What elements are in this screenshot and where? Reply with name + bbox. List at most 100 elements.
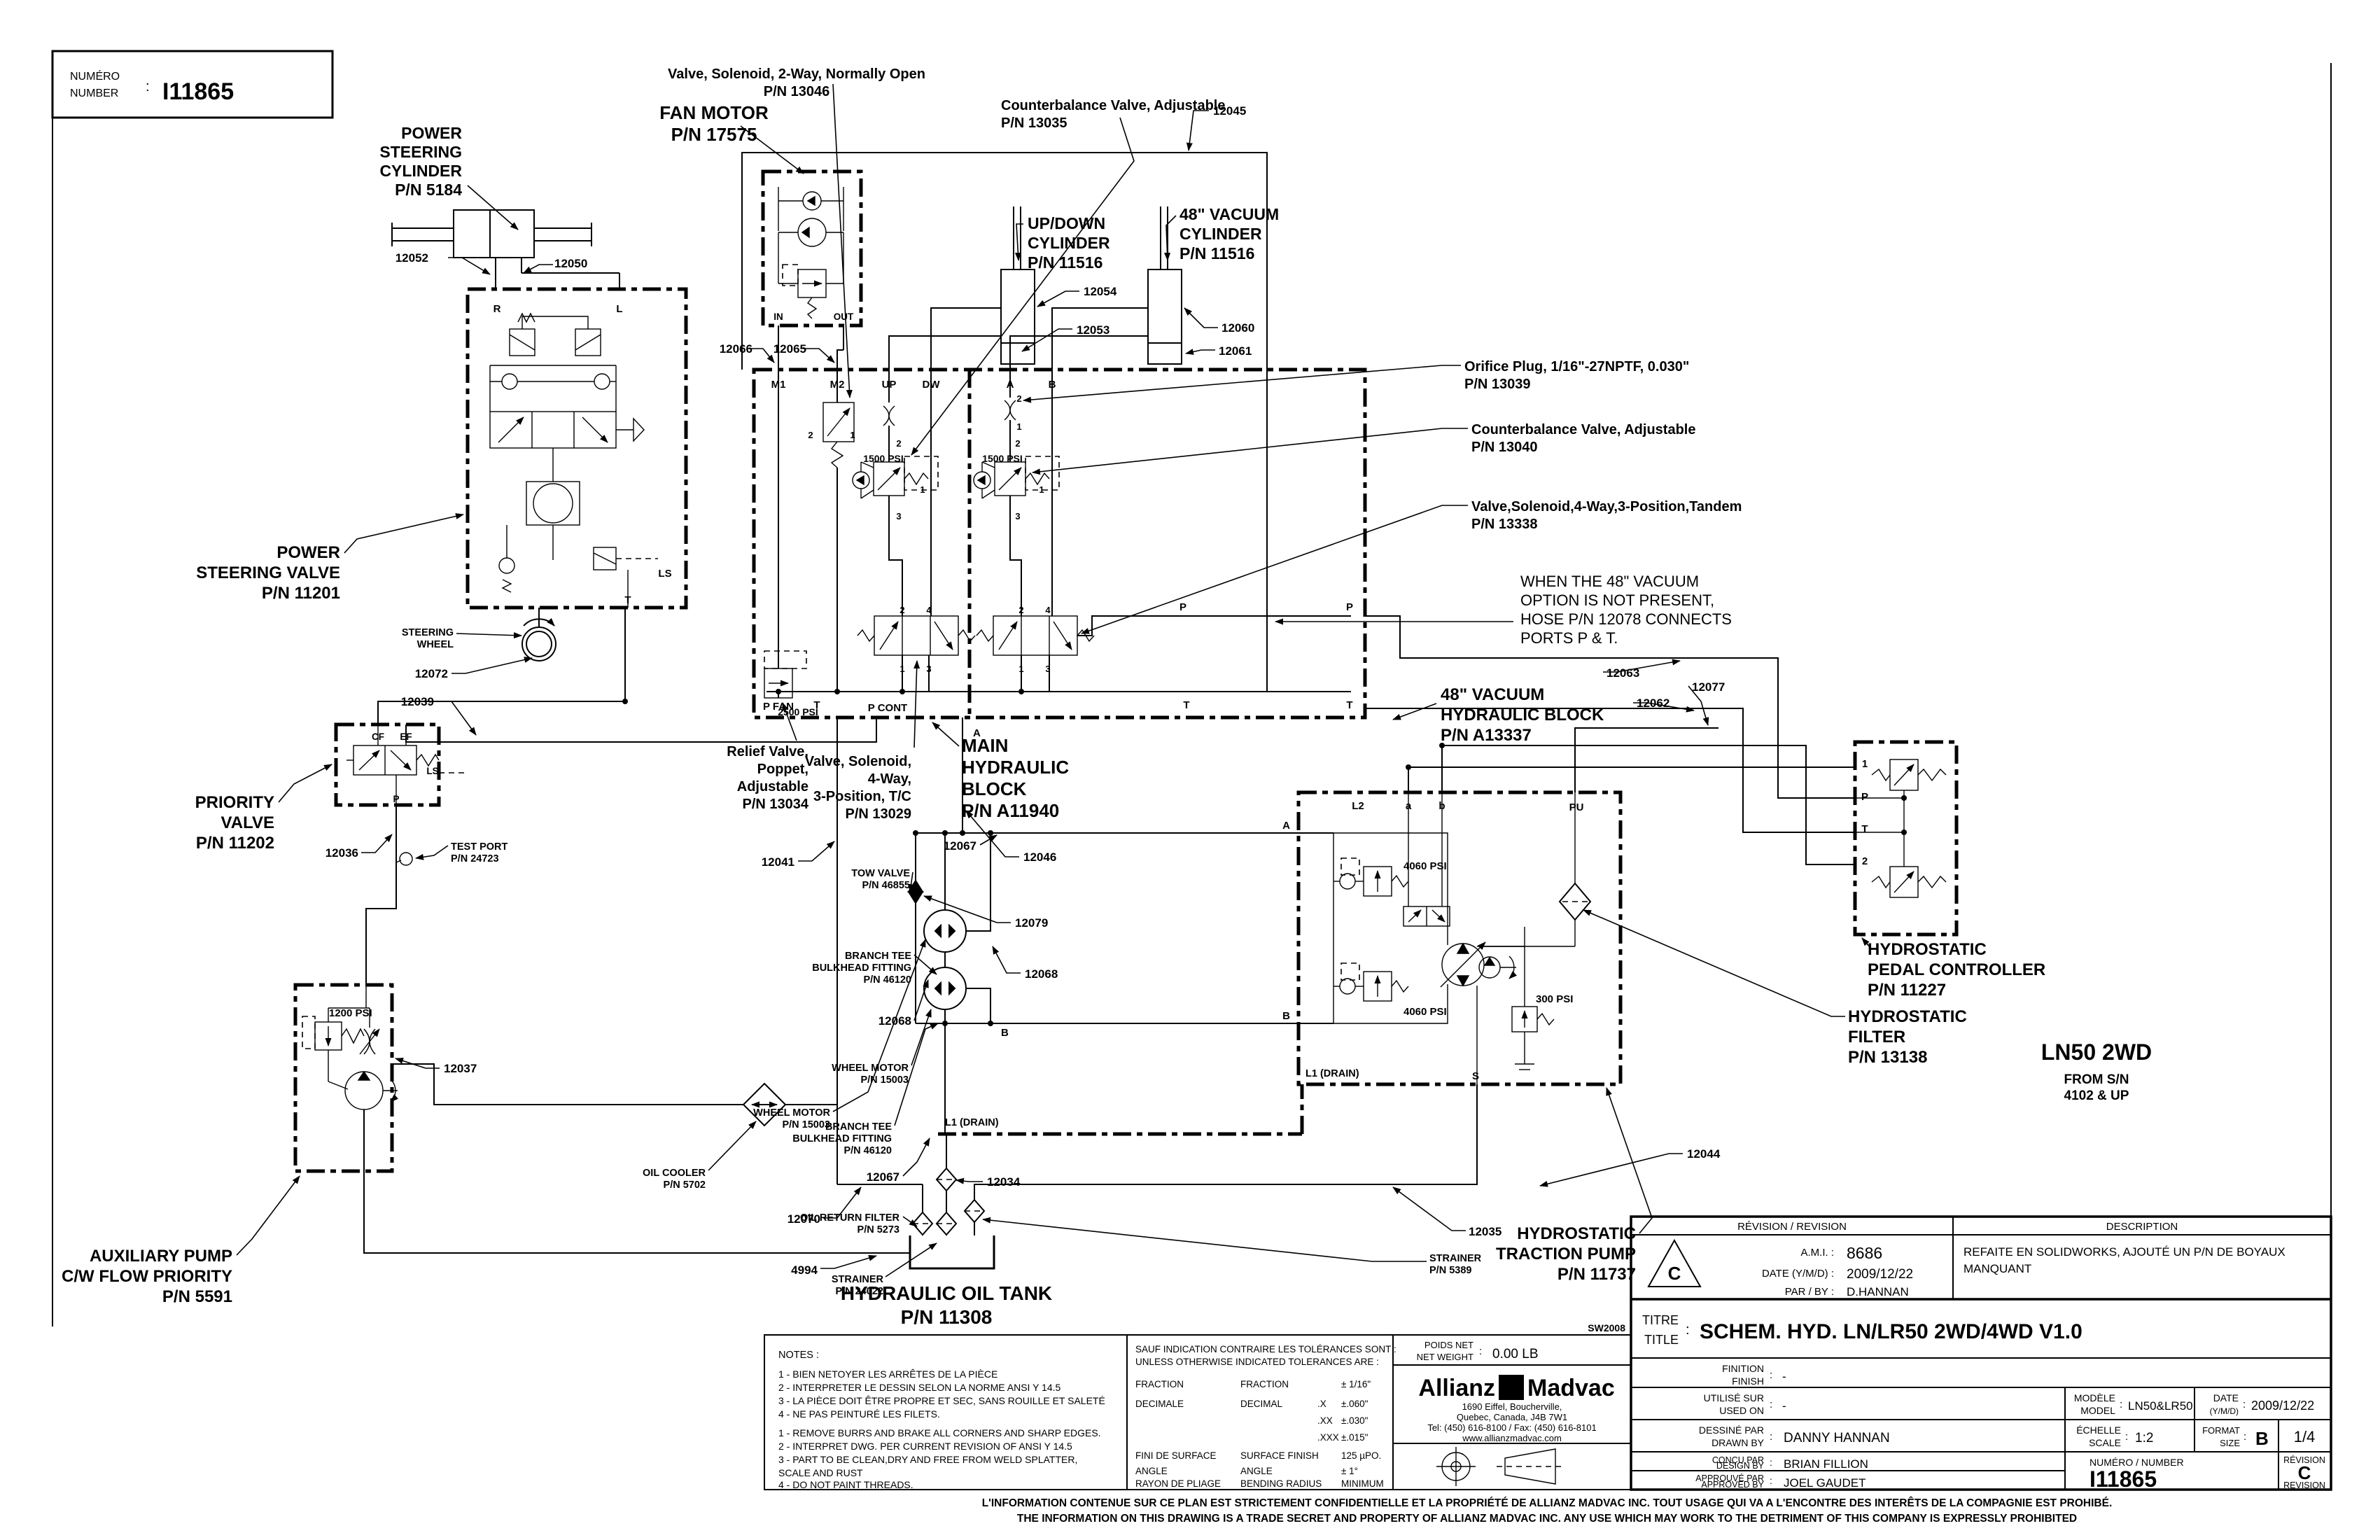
port-LS-priority: LS bbox=[426, 766, 438, 776]
tol-row1-dim: .X bbox=[1317, 1399, 1326, 1409]
tank-and-filters bbox=[836, 718, 1478, 1270]
pedal-port-T: T bbox=[1861, 823, 1868, 835]
port-a: a bbox=[1406, 800, 1412, 812]
company-address-4: www.allianzmadvac.com bbox=[1462, 1433, 1562, 1443]
port-B-pump: B bbox=[1282, 1010, 1290, 1022]
description-line1: REFAITE EN SOLIDWORKS, AJOUTÉ UN P/N DE … bbox=[1963, 1245, 2286, 1259]
port-T-vac: T bbox=[1183, 699, 1189, 711]
tol-row0-en: FRACTION bbox=[1240, 1379, 1289, 1390]
port-R: R bbox=[493, 303, 501, 315]
pedal-port-P: P bbox=[1861, 791, 1868, 803]
tol-row5-val: ± 1° bbox=[1341, 1466, 1358, 1476]
company-address-3: Tel: (450) 616-8100 / Fax: (450) 616-810… bbox=[1427, 1422, 1596, 1433]
design-colon: : bbox=[1770, 1457, 1772, 1468]
outer-boundary bbox=[741, 152, 1268, 692]
num-ab-cb-2: 2 bbox=[1015, 438, 1020, 449]
wheel-motor-loop bbox=[907, 718, 1298, 1134]
port-EF: EF bbox=[400, 732, 412, 742]
approved-value: JOEL GAUDET bbox=[1784, 1476, 1865, 1490]
num-up-cb-2: 2 bbox=[896, 438, 901, 449]
callout-12070: 12070 bbox=[788, 1212, 820, 1226]
tolerance-header-en: UNLESS OTHERWISE INDICATED TOLERANCES AR… bbox=[1135, 1357, 1379, 1367]
num-up-cb-1: 1 bbox=[920, 484, 925, 495]
used-on-colon: : bbox=[1770, 1399, 1772, 1410]
tol-row2-val: ±.030" bbox=[1341, 1415, 1368, 1426]
port-M1: M1 bbox=[771, 379, 786, 391]
description-line2: MANQUANT bbox=[1963, 1262, 2031, 1275]
disclaimer: L'INFORMATION CONTENUE SUR CE PLAN EST S… bbox=[982, 1497, 2113, 1525]
port-B: B bbox=[1049, 379, 1056, 391]
text-300-psi: 300 PSI bbox=[1536, 993, 1573, 1005]
oil-cooler-symbol bbox=[742, 1082, 837, 1127]
power-steering-valve-block bbox=[465, 287, 688, 610]
callout-12041: 12041 bbox=[762, 855, 794, 869]
note-en-2: 2 - INTERPRET DWG. PER CURRENT REVISION … bbox=[778, 1441, 1072, 1452]
tol-row6-en: BENDING RADIUS bbox=[1240, 1478, 1322, 1489]
power-steering-cylinder-symbol bbox=[391, 209, 620, 289]
updown-cylinder-symbol bbox=[888, 206, 1035, 370]
port-L2: L2 bbox=[1352, 800, 1364, 812]
junction-dots bbox=[622, 689, 1445, 770]
port-LS-steer: LS bbox=[658, 568, 671, 580]
revision-triangle-letter: C bbox=[1668, 1263, 1681, 1284]
company-logo-icon bbox=[1499, 1375, 1524, 1400]
text-1500-psi-a: 1500 PSI bbox=[863, 453, 904, 464]
weight-value: 0.00 LB bbox=[1492, 1347, 1539, 1362]
number-box-label-en: NUMBER bbox=[70, 88, 118, 99]
tol-row1-val: ±.060" bbox=[1341, 1399, 1368, 1409]
port-P-vac-edge: P bbox=[1346, 601, 1353, 613]
callout-4994: 4994 bbox=[791, 1264, 818, 1277]
port-A-pump: A bbox=[1282, 820, 1290, 832]
callout-12037: 12037 bbox=[444, 1062, 477, 1075]
finish-value: - bbox=[1782, 1370, 1786, 1383]
disclaimer-line1: L'INFORMATION CONTENUE SUR CE PLAN EST S… bbox=[982, 1497, 2113, 1509]
used-on-value: - bbox=[1782, 1399, 1786, 1413]
title-colon: : bbox=[1686, 1322, 1690, 1338]
scale-value: 1:2 bbox=[2135, 1431, 2153, 1446]
port-b: b bbox=[1438, 800, 1445, 812]
ami-value: 8686 bbox=[1847, 1244, 1882, 1262]
callout-12065: 12065 bbox=[774, 342, 806, 356]
port-A: A bbox=[1007, 379, 1014, 391]
scale-label-en: SCALE bbox=[2089, 1437, 2121, 1448]
port-B-loop: B bbox=[1001, 1027, 1009, 1039]
port-p-cont: P CONT bbox=[868, 702, 907, 714]
callout-12054: 12054 bbox=[1084, 285, 1117, 298]
date2-colon: : bbox=[2243, 1399, 2246, 1410]
note-fr-2: 2 - INTERPRETER LE DESSIN SELON LA NORME… bbox=[778, 1382, 1061, 1393]
drawn-value: DANNY HANNAN bbox=[1784, 1431, 1890, 1446]
number-box-colon: : bbox=[146, 79, 150, 94]
design-label-fr: CONÇU PAR bbox=[1712, 1455, 1764, 1465]
port-M2: M2 bbox=[830, 379, 845, 391]
num-ab-4w-2: 2 bbox=[1018, 605, 1023, 615]
callout-12039: 12039 bbox=[401, 695, 434, 708]
port-T-vac-edge: T bbox=[1346, 699, 1352, 711]
callout-12053: 12053 bbox=[1077, 323, 1110, 337]
callout-12036: 12036 bbox=[326, 846, 358, 860]
note-en-5: 4 - DO NOT PAINT THREADS. bbox=[778, 1479, 913, 1490]
num-ab-4w-1: 1 bbox=[1018, 664, 1023, 674]
model-label-en: MODEL bbox=[2080, 1405, 2115, 1416]
callout-12062: 12062 bbox=[1637, 696, 1670, 710]
rev-date-label: DATE (Y/M/D) : bbox=[1762, 1268, 1834, 1280]
callout-12067-a: 12067 bbox=[944, 839, 976, 853]
rev-by-label: PAR / BY : bbox=[1785, 1286, 1834, 1298]
number-box-number: I11865 bbox=[162, 78, 234, 105]
priority-lines bbox=[365, 701, 877, 985]
pedal-hoses bbox=[1365, 615, 1855, 865]
